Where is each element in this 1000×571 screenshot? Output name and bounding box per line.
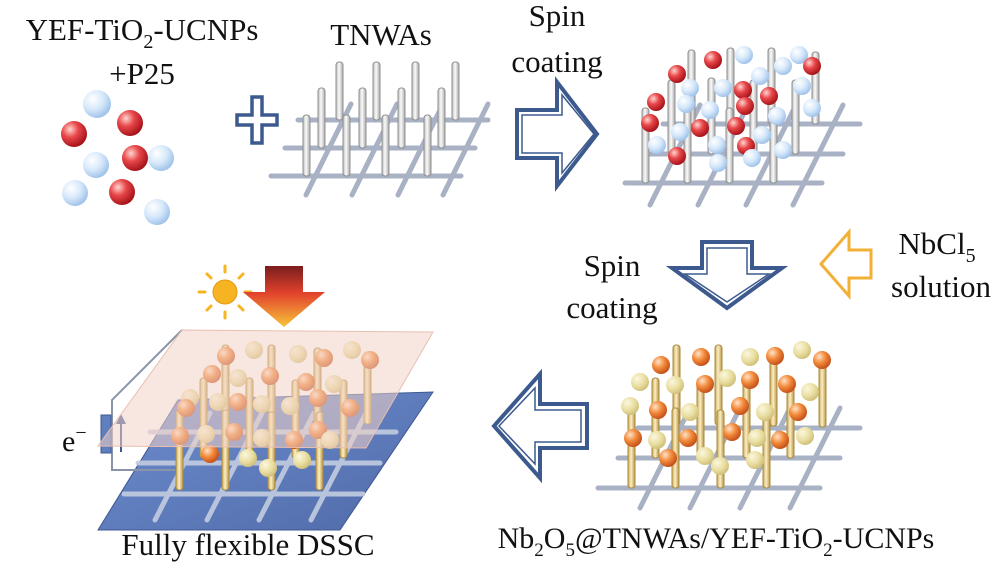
process-arrow-icon bbox=[491, 368, 589, 484]
blue-particle bbox=[83, 90, 111, 118]
precursor-label: YEF-TiO2-UCNPs bbox=[26, 12, 259, 53]
dssc-device: e− bbox=[62, 329, 434, 531]
nb2o5-particles bbox=[621, 341, 831, 475]
red-particle bbox=[117, 110, 143, 136]
nbcl5-label: NbCl5 bbox=[898, 226, 975, 267]
precursor-particles bbox=[61, 90, 174, 225]
red-particle bbox=[122, 145, 148, 171]
tnwas-label: TNWAs bbox=[330, 17, 432, 52]
p25-label: +P25 bbox=[109, 56, 175, 91]
product-label: Nb2O5@TNWAs/YEF-TiO2-UCNPs bbox=[498, 522, 935, 561]
nb2o5-coated-array bbox=[595, 341, 863, 511]
spin-coating-1-label: Spin bbox=[529, 0, 586, 33]
blue-particle bbox=[148, 145, 174, 171]
electron-label: e− bbox=[62, 422, 87, 458]
process-arrow-icon bbox=[515, 76, 600, 192]
blue-particle bbox=[62, 180, 88, 206]
coated-array bbox=[622, 46, 863, 208]
top-electrode bbox=[97, 329, 434, 449]
nbcl5-solution-label: solution bbox=[891, 269, 991, 304]
red-particle bbox=[109, 179, 135, 205]
light-arrow-icon bbox=[243, 266, 325, 327]
nbcl5-arrow-icon bbox=[819, 228, 873, 300]
dssc-label: Fully flexible DSSC bbox=[121, 527, 374, 562]
nanowires bbox=[302, 61, 460, 177]
blue-particle bbox=[83, 152, 109, 178]
process-arrow-icon bbox=[665, 240, 789, 311]
spin-coating-2-label-2: coating bbox=[566, 290, 657, 325]
tnwas-array bbox=[268, 61, 491, 198]
spin-coating-1-label-2: coating bbox=[511, 44, 602, 79]
red-particle bbox=[61, 121, 87, 147]
plus-icon bbox=[235, 95, 279, 145]
coated-particles bbox=[641, 46, 821, 172]
blue-particle bbox=[144, 199, 170, 225]
sun-icon bbox=[197, 264, 253, 320]
spin-coating-2-label: Spin bbox=[584, 248, 641, 283]
